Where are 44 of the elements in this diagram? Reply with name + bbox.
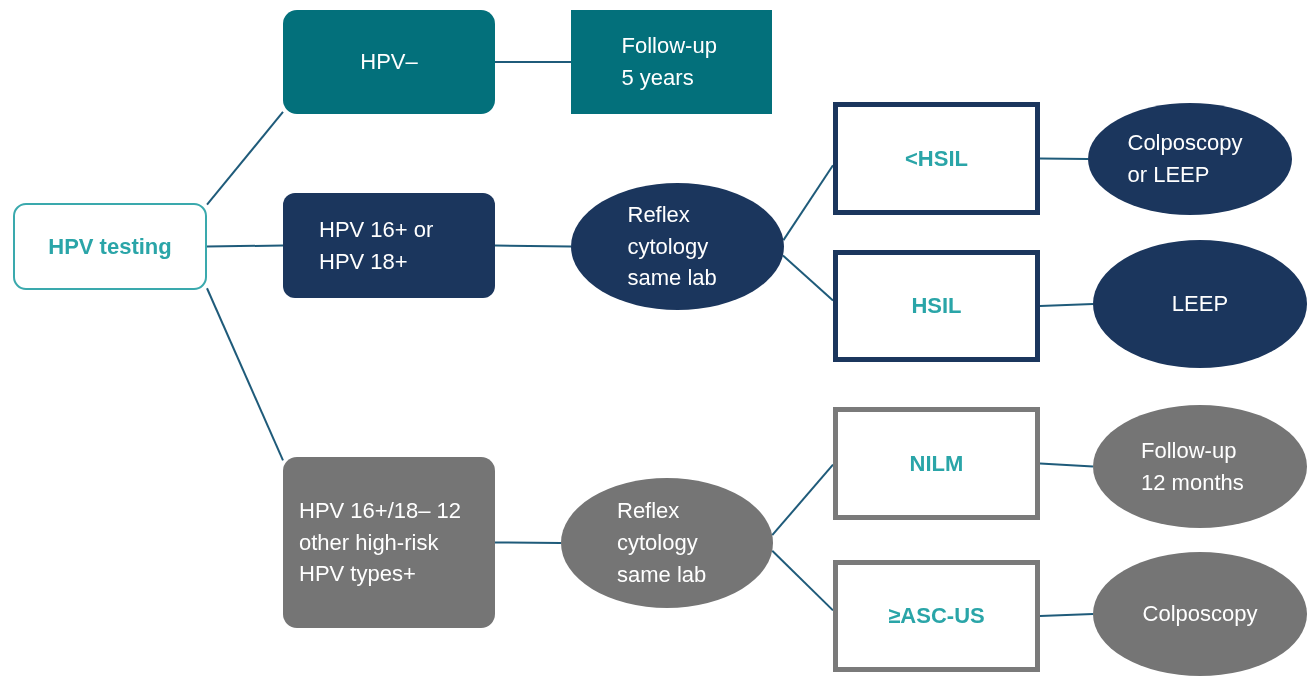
node-label: NILM (909, 449, 964, 478)
connector-line (206, 110, 284, 206)
cytology-result-box (833, 560, 1040, 672)
connector-line (206, 287, 284, 462)
start-box (13, 203, 207, 290)
connector-line (771, 463, 834, 537)
step-oval (1093, 552, 1307, 676)
node-label: Follow-up 12 months (1141, 436, 1245, 497)
connector-line (494, 244, 572, 248)
node-label: Follow-up 5 years (621, 32, 718, 92)
node-label: Colposcopy or LEEP (1127, 129, 1244, 189)
node-label: LEEP (1171, 290, 1229, 319)
cytology-result-box (833, 407, 1040, 520)
outcome-box (571, 10, 772, 114)
node-label: HPV– (360, 48, 418, 77)
step-oval (1093, 405, 1307, 528)
step-oval (571, 183, 784, 310)
connector-line (781, 254, 834, 302)
node-label: Colposcopy (1142, 600, 1258, 629)
node-label: ≥ASC-US (888, 602, 985, 631)
node-label: Reflex cytology same lab (617, 497, 708, 589)
result-box (283, 10, 495, 114)
step-oval (1093, 240, 1307, 368)
node-label: <HSIL (905, 144, 968, 173)
cytology-result-box (833, 250, 1040, 362)
step-oval (1088, 103, 1292, 215)
result-box (283, 193, 495, 298)
node-label: Reflex cytology same lab (627, 200, 718, 293)
connector-line (1039, 613, 1094, 617)
connector-line (494, 61, 572, 63)
connector-line (206, 244, 284, 248)
result-box (283, 457, 495, 628)
node-label: HPV 16+/18– 12 other high-risk HPV types+ (299, 496, 463, 589)
connector-line (771, 549, 834, 612)
node-label: HPV 16+ or HPV 18+ (319, 215, 435, 276)
connector-line (494, 541, 562, 544)
step-oval (561, 478, 773, 608)
connector-line (1039, 157, 1089, 160)
cytology-result-box (833, 102, 1040, 215)
connector-line (1039, 303, 1094, 307)
node-label: HSIL (911, 292, 962, 321)
node-label: HPV testing (48, 232, 172, 261)
connector-line (782, 164, 834, 242)
connector-line (1039, 462, 1094, 468)
